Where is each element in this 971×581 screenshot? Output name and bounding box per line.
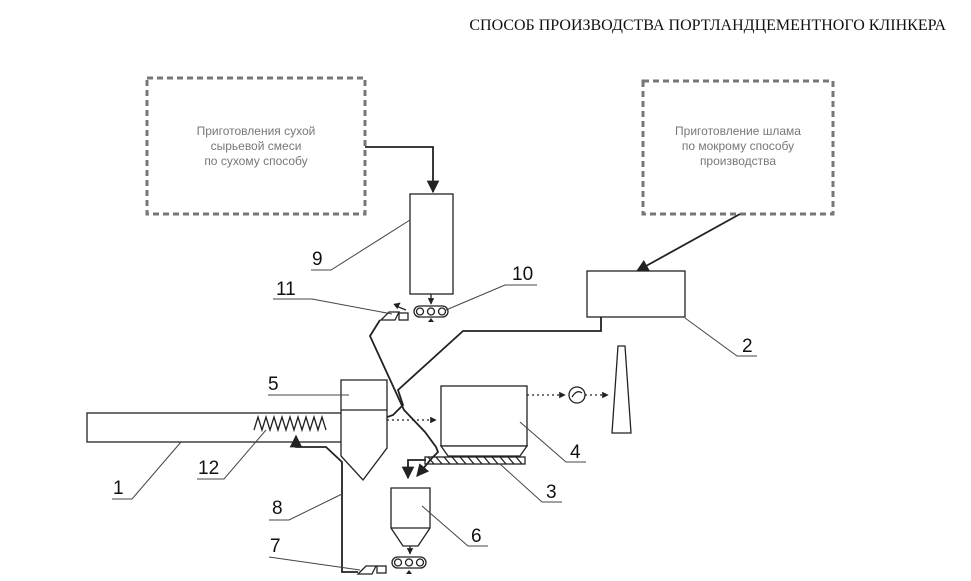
leader-2 (684, 317, 757, 357)
electrofilter-4 (439, 385, 529, 457)
leader-10 (445, 284, 537, 311)
dry-mix-feed-arrow (365, 146, 440, 194)
leader-4 (519, 421, 586, 463)
silo-9 (409, 193, 454, 295)
label-11: 11 (276, 279, 296, 300)
dry-box-line-2: сырьевой смеси (211, 139, 302, 153)
slurry-feed-arrow (635, 213, 741, 272)
leader-8 (269, 493, 343, 521)
heat-exchanger-5 (340, 379, 388, 482)
feeder-7 (356, 565, 387, 575)
label-3: 3 (546, 482, 557, 503)
label-10: 10 (512, 264, 533, 285)
leader-9 (311, 219, 411, 271)
leader-1 (112, 441, 182, 500)
label-4: 4 (570, 442, 581, 463)
rotary-kiln-1 (86, 412, 358, 443)
hopper-6 (390, 487, 431, 547)
label-5: 5 (268, 374, 279, 395)
leader-12 (197, 429, 267, 480)
feeder-11 (379, 302, 409, 321)
label-8: 8 (272, 498, 283, 519)
leader-11 (273, 298, 393, 315)
label-6: 6 (471, 526, 482, 547)
belt-conveyor-lower (391, 556, 427, 574)
return-line-8 (289, 434, 358, 573)
page-title: СПОСОБ ПРОИЗВОДСТВА ПОРТЛАНДЦЕМЕНТНОГО К… (469, 17, 946, 34)
screw-conveyor-3 (424, 456, 526, 465)
label-9: 9 (312, 249, 323, 270)
label-7: 7 (270, 536, 281, 557)
dry-box-line-3: по сухому способу (204, 154, 307, 168)
slurry-preparation-box: Приготовление шлама по мокрому способу п… (641, 79, 835, 216)
dust-return-line (401, 459, 426, 480)
label-12: 12 (198, 458, 219, 479)
leader-7 (268, 556, 361, 571)
label-1: 1 (113, 478, 124, 499)
wet-box-line-2: по мокрому способу (682, 139, 794, 153)
exhaust-stack (611, 345, 632, 434)
belt-conveyor-10 (413, 305, 449, 322)
slurry-tank-2 (586, 270, 686, 318)
dry-box-line-1: Приготовления сухой (197, 124, 316, 138)
wet-box-line-3: производства (700, 154, 776, 168)
leader-3 (499, 463, 562, 503)
dry-mix-preparation-box: Приготовления сухой сырьевой смеси по су… (145, 76, 367, 216)
leader-6 (421, 505, 488, 547)
wet-box-line-1: Приготовление шлама (675, 124, 801, 138)
chain-curtain-12 (253, 414, 327, 433)
exhaust-fan (568, 386, 586, 404)
label-2: 2 (742, 336, 753, 357)
